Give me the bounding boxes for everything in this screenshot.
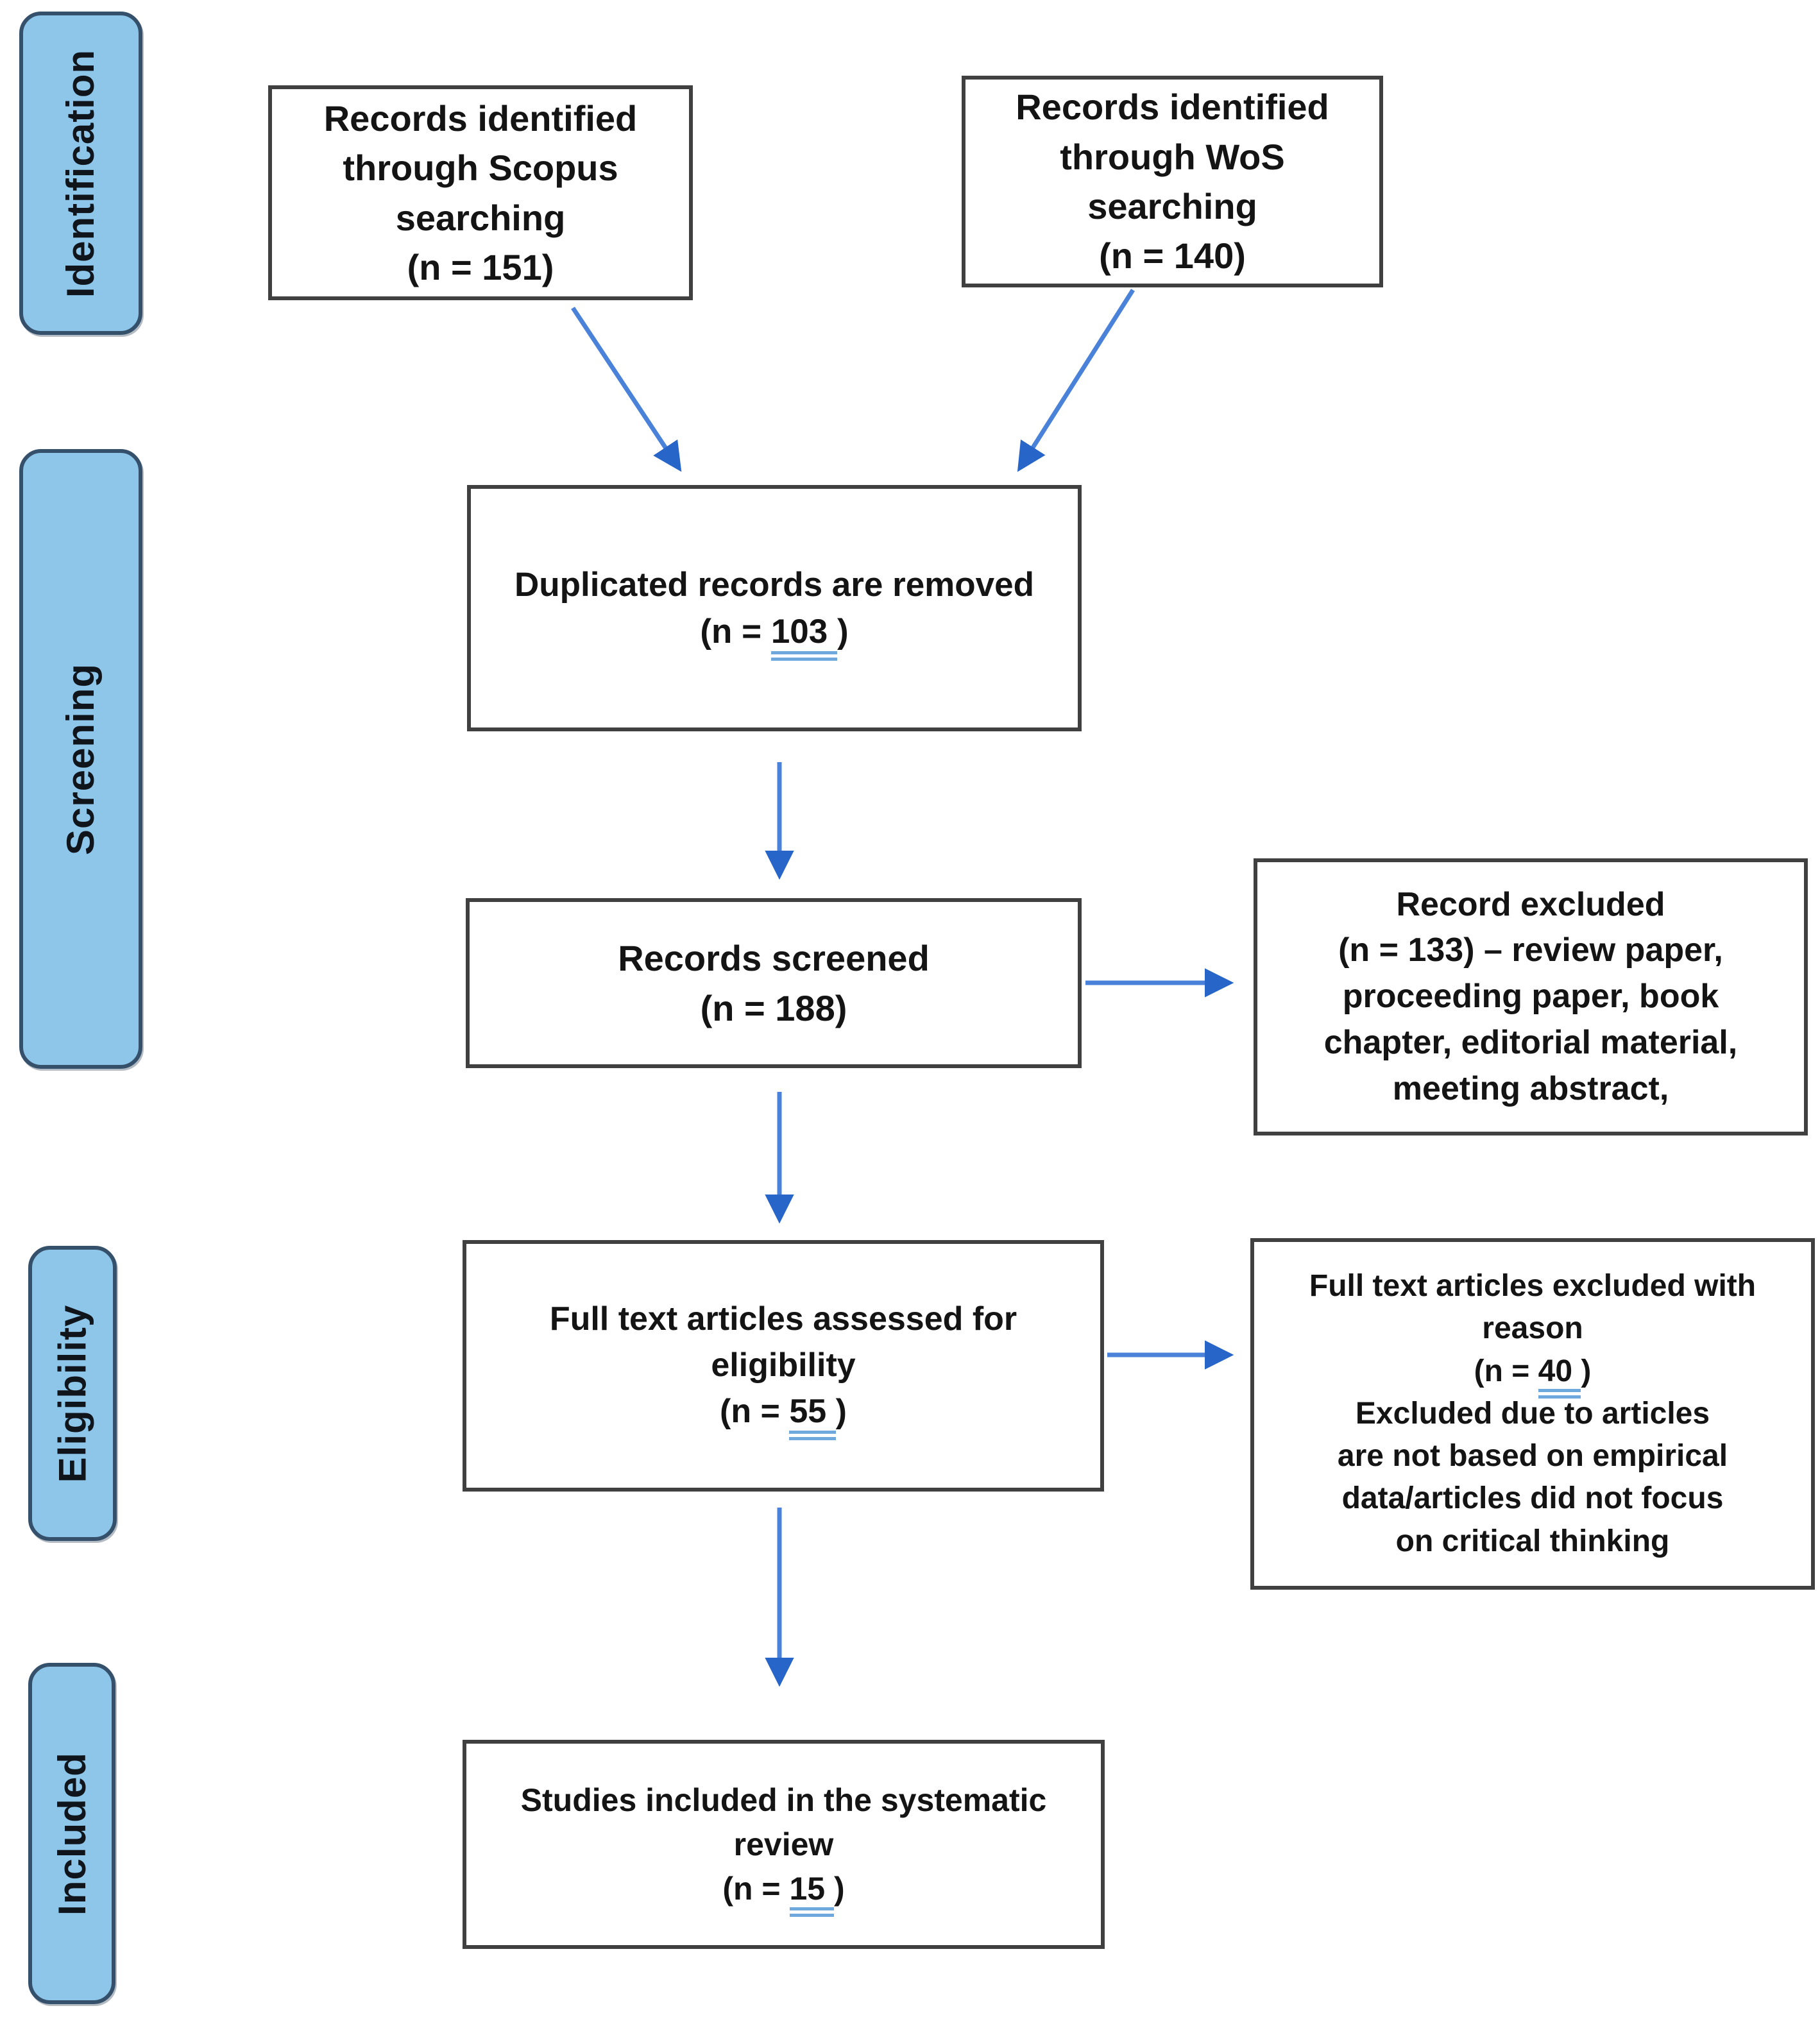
box-line: (n = 140) [1099,235,1246,276]
stage-label-text: Identification [59,49,103,298]
box-line: through WoS [1060,136,1285,177]
box-line: searching [395,197,566,238]
stage-label-identification: Identification [19,12,142,335]
stage-label-text: Screening [59,663,103,855]
box-line: are not based on empirical [1337,1439,1728,1474]
count-suffix: ) [834,1870,845,1907]
stage-label-text: Included [50,1751,94,1916]
count-prefix: (n = [720,1392,790,1430]
box-line: on critical thinking [1395,1524,1670,1558]
box-line: Records identified [1016,87,1329,128]
box-line: meeting abstract, [1392,1069,1669,1107]
box-line: Record excluded [1396,885,1665,923]
box-line: Studies included in the systematic [520,1782,1047,1818]
box-line: through Scopus [343,148,618,189]
count-suffix: ) [837,613,849,651]
box-line: (n = 40 ) [1474,1350,1592,1399]
box-line: (n = 15 ) [722,1867,845,1917]
records-identified-scopus-box: Records identified through Scopus search… [268,85,693,300]
stage-label-screening: Screening [19,449,142,1069]
box-line: Records screened [618,938,930,979]
box-line: eligibility [711,1347,856,1384]
count-value-underlined: 103 [770,613,837,661]
studies-included-box: Studies included in the systematic revie… [463,1740,1105,1949]
count-value-underlined: 15 [789,1870,835,1917]
box-line: (n = 55 ) [720,1389,847,1440]
duplicates-removed-box: Duplicated records are removed (n = 103 … [467,485,1082,731]
box-line: reason [1482,1311,1583,1346]
fulltext-excluded-box: Full text articles excluded with reason … [1250,1238,1815,1590]
box-line: (n = 151) [407,246,554,287]
arrow-wos-to-duplicated [1017,289,1135,472]
stage-label-eligibility: Eligibility [28,1246,117,1541]
records-excluded-box: Record excluded (n = 133) – review paper… [1254,858,1808,1135]
box-line: (n = 103 ) [700,608,849,661]
arrow-scopus-to-duplicated [571,307,682,472]
stage-label-included: Included [28,1663,115,2004]
box-line: searching [1087,186,1257,226]
stage-label-text: Eligibility [51,1304,94,1483]
records-screened-box: Records screened (n = 188) [466,898,1082,1068]
box-line: Records identified [323,98,638,139]
count-value-underlined: 40 [1538,1354,1581,1399]
box-line: (n = 188) [700,987,847,1028]
box-line: Full text articles assessed for [549,1300,1017,1338]
count-value-underlined: 55 [789,1392,836,1440]
count-prefix: (n = [722,1870,790,1907]
count-suffix: ) [835,1392,847,1430]
box-line: Excluded due to articles [1355,1396,1710,1431]
count-prefix: (n = [700,613,771,651]
count-suffix: ) [1581,1354,1592,1388]
fulltext-assessed-box: Full text articles assessed for eligibil… [463,1240,1104,1492]
count-prefix: (n = [1474,1354,1538,1388]
box-line: review [733,1826,834,1862]
box-line: (n = 133) – review paper, [1338,931,1723,969]
records-identified-wos-box: Records identified through WoS searching… [962,76,1383,287]
box-line: data/articles did not focus [1341,1481,1724,1516]
box-line: Full text articles excluded with [1309,1269,1756,1304]
box-line: Duplicated records are removed [514,565,1035,604]
box-line: chapter, editorial material, [1323,1023,1738,1061]
box-line: proceeding paper, book [1342,978,1719,1016]
